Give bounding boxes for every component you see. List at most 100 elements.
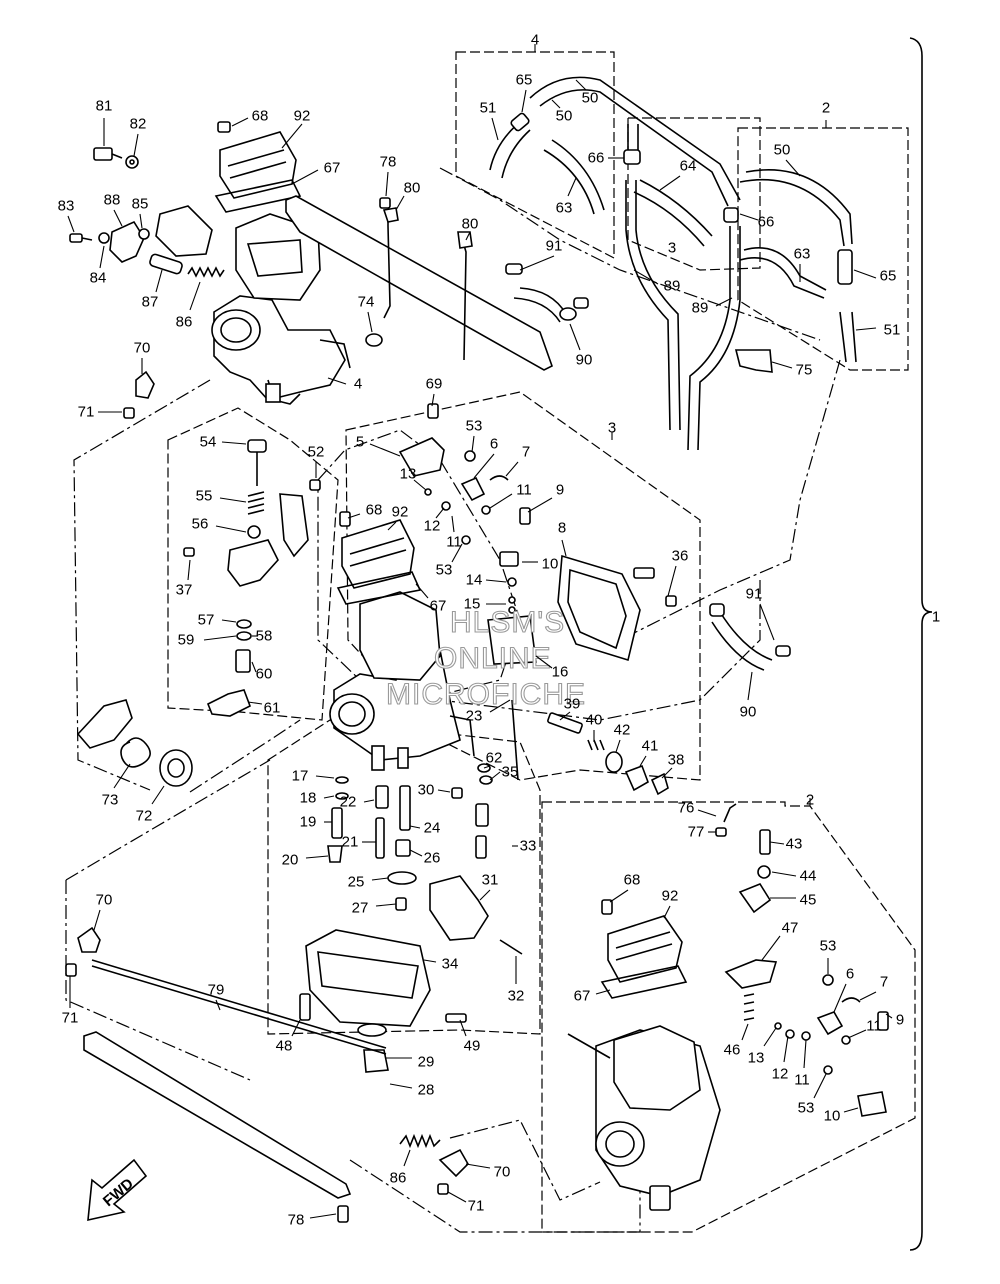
callout-label: 87 xyxy=(142,294,159,311)
callout-label: 50 xyxy=(582,90,599,107)
callout-label: 26 xyxy=(424,850,441,867)
float-bowl-34 xyxy=(299,929,467,1073)
screw-set-38-42 xyxy=(547,712,669,796)
callout-label: 53 xyxy=(820,938,837,955)
callout-label: 5 xyxy=(356,434,364,451)
callout-label: 4 xyxy=(531,32,539,49)
leader-line xyxy=(661,767,673,779)
callout-label: 10 xyxy=(824,1108,841,1125)
leader-line xyxy=(855,327,877,331)
callout-label: 78 xyxy=(380,154,397,171)
callout-label: 35 xyxy=(502,764,519,781)
leader-line xyxy=(489,493,513,509)
leader-line xyxy=(367,311,373,333)
callout-label: 6 xyxy=(490,436,498,453)
bracket-88 xyxy=(109,205,213,263)
leader-line xyxy=(315,775,335,779)
callout-label: 28 xyxy=(418,1082,435,1099)
callout-label: 83 xyxy=(58,198,75,215)
carb-top-left xyxy=(211,213,351,405)
callout-label: 84 xyxy=(90,270,107,287)
group-2-top-outline xyxy=(737,127,909,371)
leader-line xyxy=(715,297,733,307)
leader-line xyxy=(741,1023,749,1041)
leader-line xyxy=(739,213,759,221)
callout-label: 11 xyxy=(866,1018,882,1035)
rail-plate-top xyxy=(285,195,553,371)
bracket-70-lower xyxy=(77,926,101,953)
callout-label: 67 xyxy=(574,988,591,1005)
leader-line xyxy=(859,991,877,1001)
leader-line xyxy=(189,281,201,311)
callout-label: 91 xyxy=(746,586,763,603)
callout-label: 71 xyxy=(468,1198,485,1215)
bracket-70-top xyxy=(135,370,155,399)
leader-line xyxy=(203,635,237,641)
hardware-bottom-right xyxy=(715,803,889,1117)
leader-line xyxy=(615,739,621,753)
leader-line xyxy=(371,877,389,881)
callout-label: 58 xyxy=(256,628,273,645)
hoses-group-3 xyxy=(623,124,739,247)
leader-line xyxy=(413,479,427,491)
leader-line xyxy=(471,435,475,453)
screws-top-left xyxy=(69,121,231,244)
callout-label: 36 xyxy=(672,548,689,565)
leader-line xyxy=(885,1013,893,1019)
leader-line xyxy=(465,1163,491,1169)
leader-line xyxy=(423,959,437,963)
leader-line xyxy=(451,515,455,533)
callout-label: 80 xyxy=(462,216,479,233)
leader-line xyxy=(215,525,247,533)
callout-label: 33 xyxy=(520,838,537,855)
callout-label: 53 xyxy=(466,418,483,435)
leader-line xyxy=(113,209,123,227)
callout-label: 50 xyxy=(556,108,573,125)
leader-line xyxy=(853,269,877,279)
assembly-brace xyxy=(909,37,933,1251)
leader-line xyxy=(759,603,775,641)
leader-line xyxy=(113,763,131,789)
leader-line xyxy=(491,117,499,141)
hoses-group-2-top xyxy=(734,169,857,373)
group-3-mid-outline xyxy=(345,391,701,781)
leader-line xyxy=(305,855,329,859)
leader-line xyxy=(559,711,571,721)
callout-label: 3 xyxy=(608,420,616,437)
callout-label: 90 xyxy=(576,352,593,369)
callout-label: 51 xyxy=(480,100,497,117)
callout-label: 46 xyxy=(724,1042,741,1059)
callout-label: 6 xyxy=(846,966,854,983)
callout-label: 56 xyxy=(192,516,209,533)
leader-line xyxy=(369,443,401,457)
fwd-arrow-icon: FWD xyxy=(87,1158,148,1222)
callout-label: 91 xyxy=(546,238,563,255)
callout-label: 21 xyxy=(342,834,359,851)
callout-label: 68 xyxy=(366,502,383,519)
leader-line xyxy=(151,785,165,805)
cap-92-bottom xyxy=(600,899,688,999)
callout-label: 89 xyxy=(664,278,681,295)
spring-86-top xyxy=(187,266,225,278)
leader-line xyxy=(451,543,463,563)
callout-label: 66 xyxy=(758,214,775,231)
callout-label: 45 xyxy=(800,892,817,909)
leader-line xyxy=(215,999,221,1011)
leader-line xyxy=(403,1149,411,1167)
callout-label: 62 xyxy=(486,750,503,767)
group-2-bottom-outline xyxy=(541,801,916,1233)
callout-label: 19 xyxy=(300,814,317,831)
leader-line xyxy=(415,583,429,599)
callout-label: 1 xyxy=(932,609,940,626)
callout-label: 73 xyxy=(102,792,119,809)
leader-line xyxy=(375,903,397,907)
leader-line xyxy=(527,497,553,513)
callout-label: 79 xyxy=(208,982,225,999)
callout-label: 15 xyxy=(464,596,481,613)
leader-line xyxy=(155,269,163,293)
leader-line xyxy=(387,521,397,531)
callout-label: 86 xyxy=(390,1170,407,1187)
leader-line xyxy=(535,655,553,669)
callout-label: 92 xyxy=(392,504,409,521)
